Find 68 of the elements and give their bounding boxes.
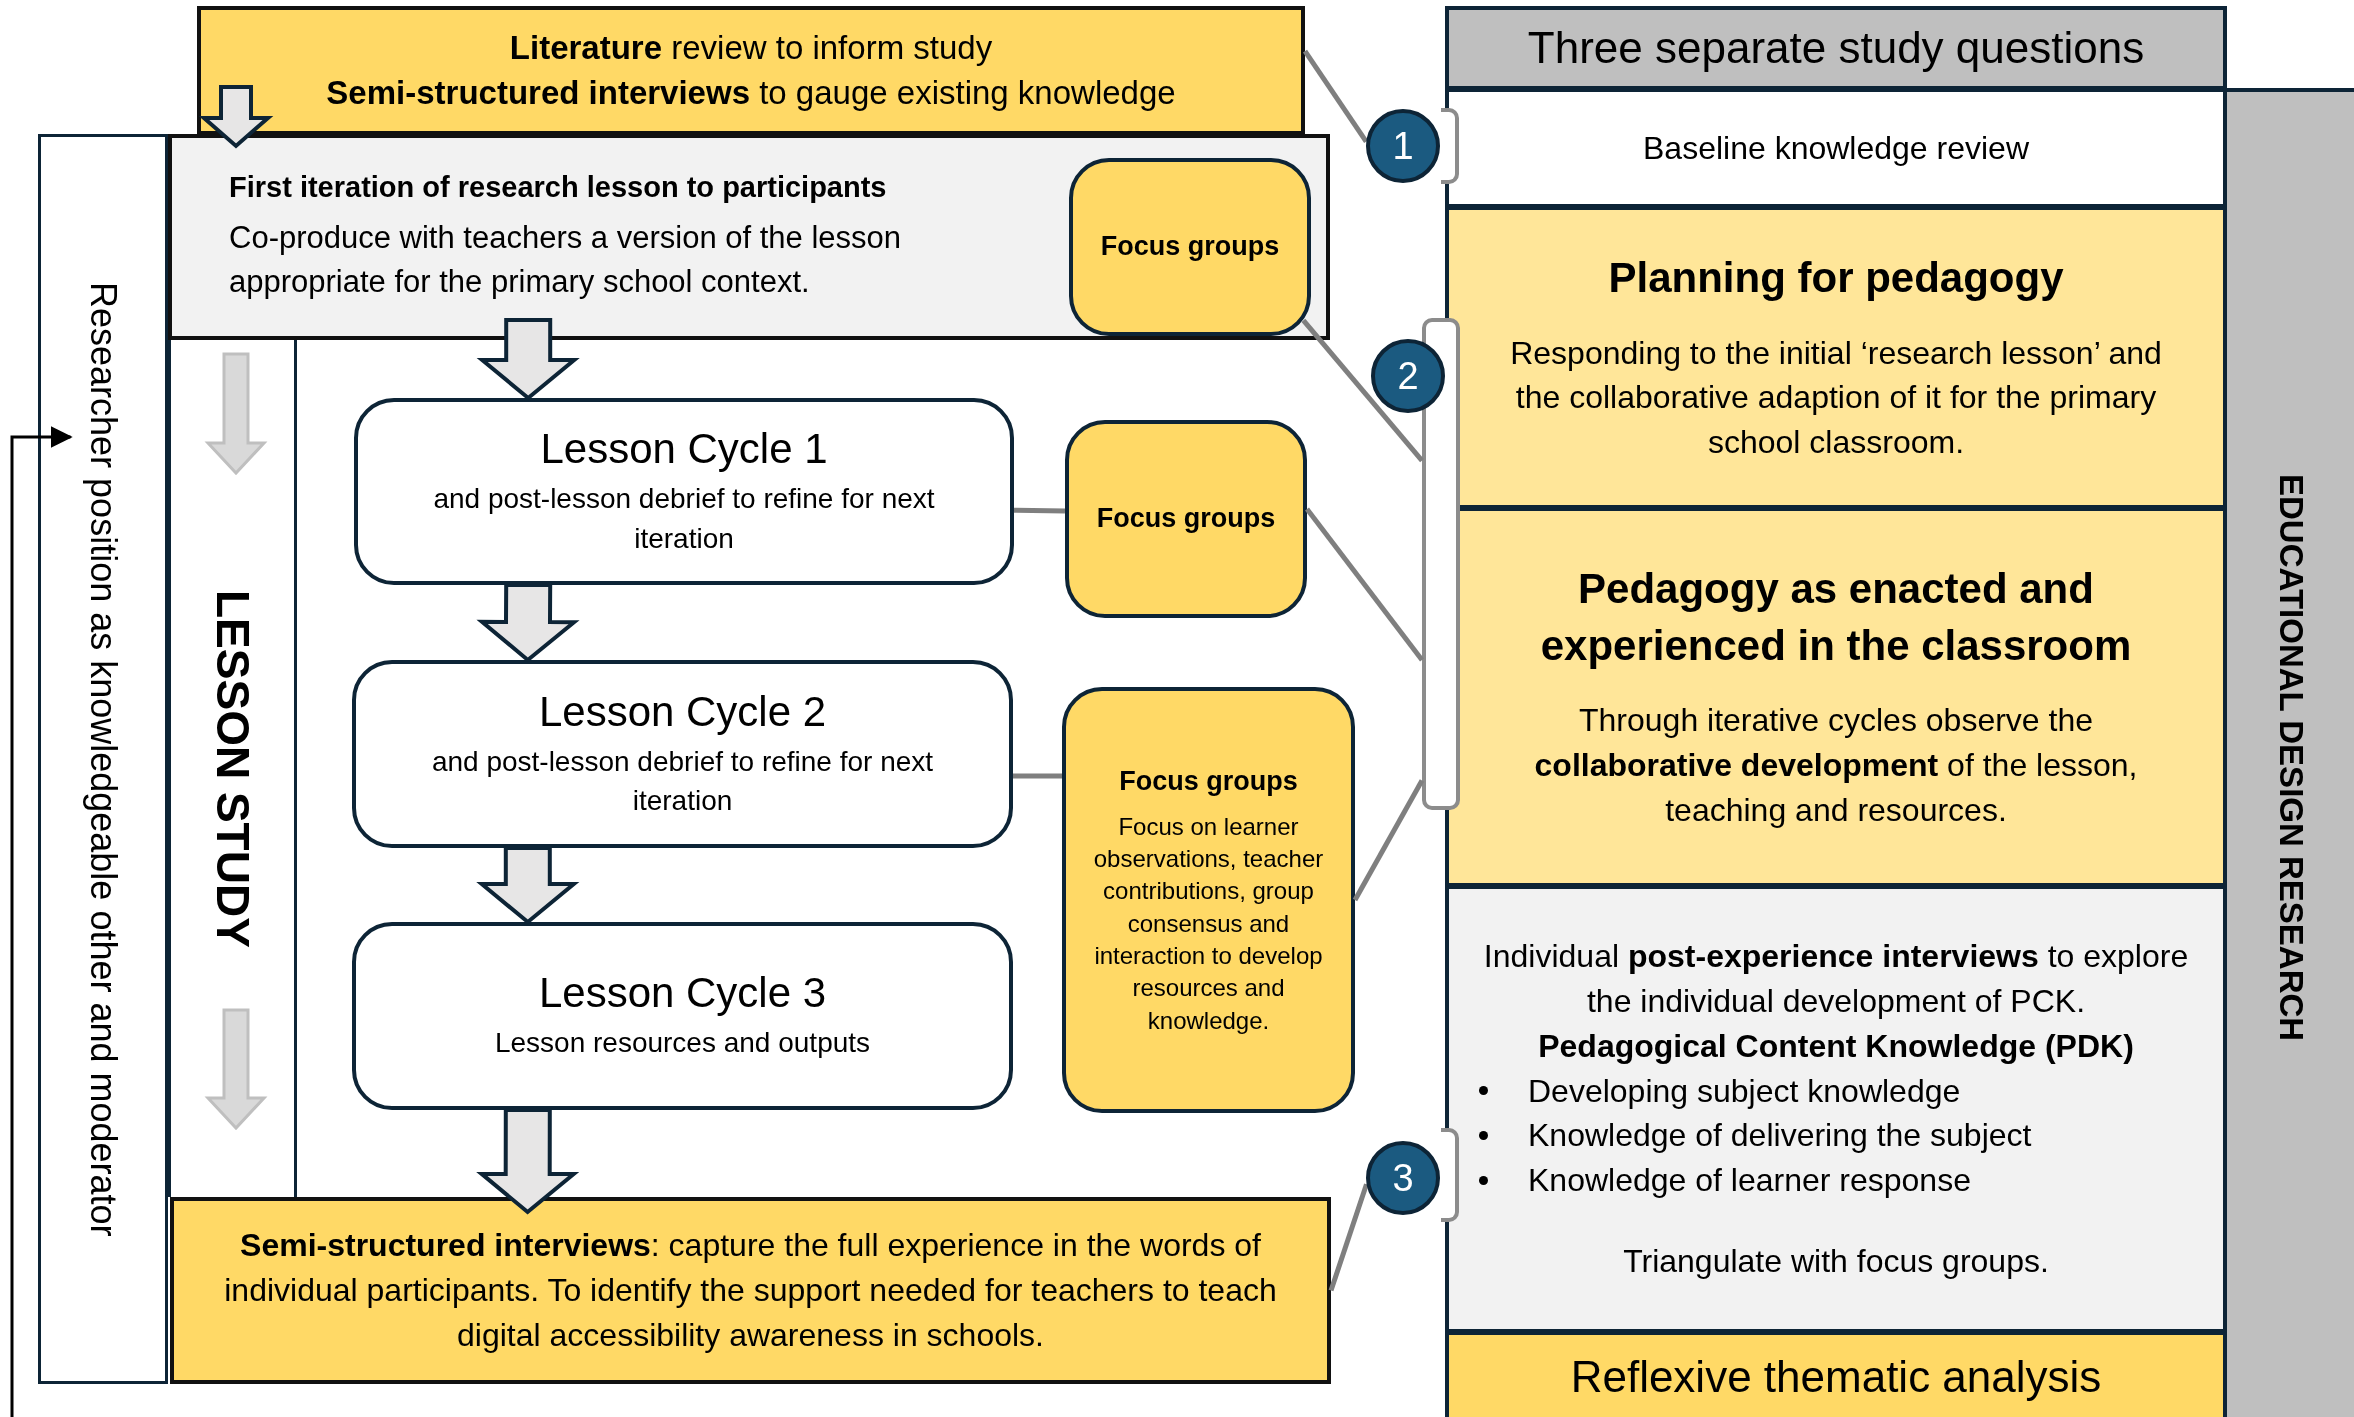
connector-line <box>1013 507 1066 514</box>
bullet-item: Knowledge of learner response <box>1528 1161 1971 1201</box>
box-text: Baseline knowledge review <box>1643 128 2029 168</box>
section-panel <box>1445 206 2227 509</box>
box-text: Semi-structured interviews to gauge existing knowledge <box>326 72 1176 113</box>
box-text: Triangulate with focus groups. <box>1623 1242 2049 1281</box>
box-text: Literature review to inform study <box>509 27 993 68</box>
process-box <box>168 134 1330 340</box>
box-title: Focus groups <box>1100 230 1280 264</box>
connector-line <box>1301 318 1424 463</box>
section-panel <box>1445 1331 2227 1417</box>
block-arrow <box>476 582 580 663</box>
focus-group-box <box>1062 687 1355 1113</box>
section-subtitle: Pedagogical Content Knowledge (PDK) <box>1538 1026 2134 1066</box>
vertical-title: LESSON STUDY <box>205 589 260 948</box>
box-title: Lesson Cycle 3 <box>538 969 827 1018</box>
box-text: Semi-structured interviews: capture the full experience in the words of individual participants. To identify the support needed for teachers to teach digital accessibility awareness in schools. <box>223 1226 1278 1355</box>
process-box <box>352 660 1013 848</box>
bullet-item: Developing subject knowledge <box>1528 1071 1961 1111</box>
note-box <box>170 1197 1331 1384</box>
block-arrow <box>476 846 580 925</box>
connector-line <box>1352 779 1425 902</box>
header-text: Reflexive thematic analysis <box>1570 1352 2102 1402</box>
arrow <box>10 426 73 1417</box>
block-arrow <box>198 85 274 149</box>
section-title: Pedagogy as enacted and experienced in the classroom <box>1539 564 2133 671</box>
connector-line <box>1013 773 1062 779</box>
box-text: and post-lesson debrief to refine for next iteration <box>430 744 935 818</box>
side-panel <box>38 134 168 1384</box>
box-title: Focus groups <box>1119 764 1298 798</box>
block-arrow <box>476 1107 580 1215</box>
process-box <box>354 398 1014 585</box>
section-panel <box>1445 885 2227 1333</box>
bullet-item: Knowledge of delivering the subject <box>1528 1116 2032 1156</box>
box-text: Co-produce with teachers a version of the lesson appropriate for the primary school context. <box>229 219 903 301</box>
box-text: Lesson resources and outputs <box>494 1026 871 1061</box>
bracket-shape <box>1441 108 1459 184</box>
box-text: Individual post-experience interviews to explore the individual development of PCK. <box>1482 937 2190 1021</box>
bracket-shape <box>1441 1128 1459 1222</box>
connector-line <box>1328 1183 1369 1292</box>
block-arrow <box>476 318 580 401</box>
connector-line <box>1305 507 1424 662</box>
circle-number: 3 <box>1392 1156 1414 1200</box>
note-box <box>197 6 1305 135</box>
box-title: Lesson Cycle 2 <box>538 687 827 736</box>
section-panel <box>1445 507 2227 887</box>
vertical-band <box>168 340 297 1197</box>
focus-group-box <box>1065 420 1307 618</box>
vertical-band <box>2227 88 2354 1417</box>
header-bar <box>1445 6 2227 90</box>
box-text: Responding to the initial ‘research lesson’ and the collaborative adaption of it for the primary school classroom. <box>1509 333 2163 463</box>
box-text: Focus on learner observations, teacher contributions, group consensus and interaction to develop resources and knowledge. <box>1092 811 1325 1036</box>
circle-number: 2 <box>1397 354 1419 398</box>
circle-number: 1 <box>1392 124 1414 168</box>
box-text: Through iterative cycles observe the collaborative development of the lesson, teaching and resources. <box>1533 701 2139 831</box>
vertical-title: EDUCATIONAL DESIGN RESEARCH <box>2271 473 2310 1042</box>
bracket-shape <box>1422 318 1460 810</box>
box-title: First iteration of research lesson to participants <box>229 171 887 205</box>
box-title: Focus groups <box>1096 502 1276 536</box>
connector-line <box>1302 49 1369 144</box>
box-title: Lesson Cycle 1 <box>540 425 828 474</box>
box-text: and post-lesson debrief to refine for next iteration <box>432 482 936 556</box>
focus-group-box <box>1069 158 1311 336</box>
process-box <box>352 922 1013 1110</box>
vertical-label: Researcher position as knowledgeable other and moderator <box>82 281 124 1237</box>
header-text: Three separate study questions <box>1527 23 2145 73</box>
section-title: Planning for pedagogy <box>1608 252 2064 303</box>
section-panel <box>1445 88 2227 208</box>
